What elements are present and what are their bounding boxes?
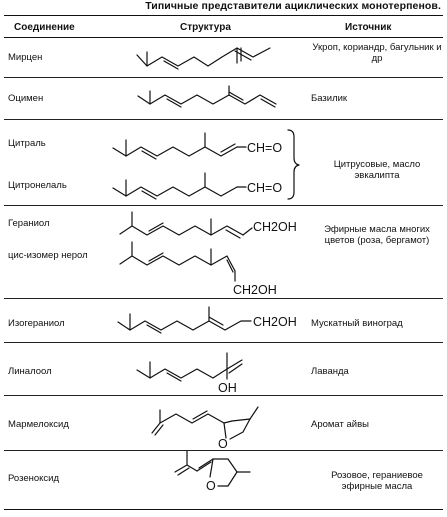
row-divider xyxy=(4,298,443,299)
label-isogeraniol-alcohol: CH2OH xyxy=(253,315,297,329)
row-divider xyxy=(4,342,443,343)
table-bottom-rule xyxy=(4,509,443,510)
structure-nerol: CH2OH xyxy=(119,241,277,297)
source-ocimene: Базилик xyxy=(311,93,348,104)
source-geraniol-nerol: Эфирные масла многих цветов (роза, берга… xyxy=(324,224,430,246)
compound-name-geraniol: Гераниол xyxy=(8,218,50,229)
label-marmeloxide-oxygen: O xyxy=(218,437,228,451)
label-rosenoxide-oxygen: O xyxy=(206,479,216,493)
structure-citronellal: CH=O xyxy=(112,172,282,200)
source-marmeloxide: Аромат айвы xyxy=(311,419,369,430)
header-bottom-rule xyxy=(4,37,443,38)
table-top-rule xyxy=(4,15,443,16)
header-compound: Соединение xyxy=(14,22,75,33)
label-geraniol-alcohol: CH2OH xyxy=(253,220,297,234)
compound-name-linalool: Линалоол xyxy=(8,366,52,377)
row-divider xyxy=(4,450,443,451)
row-divider xyxy=(4,205,443,206)
compound-name-citral: Цитраль xyxy=(8,138,46,149)
structure-isogeraniol: CH2OH xyxy=(117,306,297,334)
header-structure: Структура xyxy=(180,22,231,33)
compound-name-ocimene: Оцимен xyxy=(8,93,44,104)
source-myrcene: Укроп, кориандр, багульник и др xyxy=(312,42,442,64)
source-linalool: Лаванда xyxy=(311,366,349,377)
header-source: Источник xyxy=(345,22,392,33)
compound-name-isogeraniol: Изогераниол xyxy=(8,318,65,329)
source-citral-citronellal: Цитрусовые, масло эвкалипта xyxy=(333,159,421,181)
structure-geraniol: CH2OH xyxy=(119,211,297,239)
source-isogeraniol: Мускатный виноград xyxy=(311,318,403,329)
compound-name-rosenoxide: Розеноксид xyxy=(8,473,60,484)
row-divider xyxy=(4,119,443,120)
label-nerol-alcohol: CH2OH xyxy=(233,283,277,297)
structure-rosenoxide: O xyxy=(174,450,251,493)
source-rosenoxide: Розовое, гераниевое эфирные масла xyxy=(331,470,423,492)
label-linalool-oh: OH xyxy=(218,381,237,395)
compound-name-nerol: цис-изомер нерол xyxy=(8,250,88,261)
compound-name-marmeloxide: Мармелоксид xyxy=(8,419,69,430)
label-citral-aldehyde: CH=O xyxy=(247,141,282,155)
structure-myrcene xyxy=(136,47,271,70)
structure-ocimene xyxy=(137,85,277,108)
row-divider xyxy=(4,395,443,396)
row-divider xyxy=(4,77,443,78)
structure-linalool: OH xyxy=(136,352,243,395)
compound-name-myrcene: Мирцен xyxy=(8,52,43,63)
compound-name-citronellal: Цитронелаль xyxy=(8,180,67,191)
page-title: Типичные представители ациклических моно… xyxy=(145,0,441,12)
label-citronellal-aldehyde: CH=O xyxy=(247,181,282,195)
group-brace xyxy=(287,129,300,200)
structure-marmeloxide: O xyxy=(151,406,259,451)
structure-citral: CH=O xyxy=(112,132,282,160)
